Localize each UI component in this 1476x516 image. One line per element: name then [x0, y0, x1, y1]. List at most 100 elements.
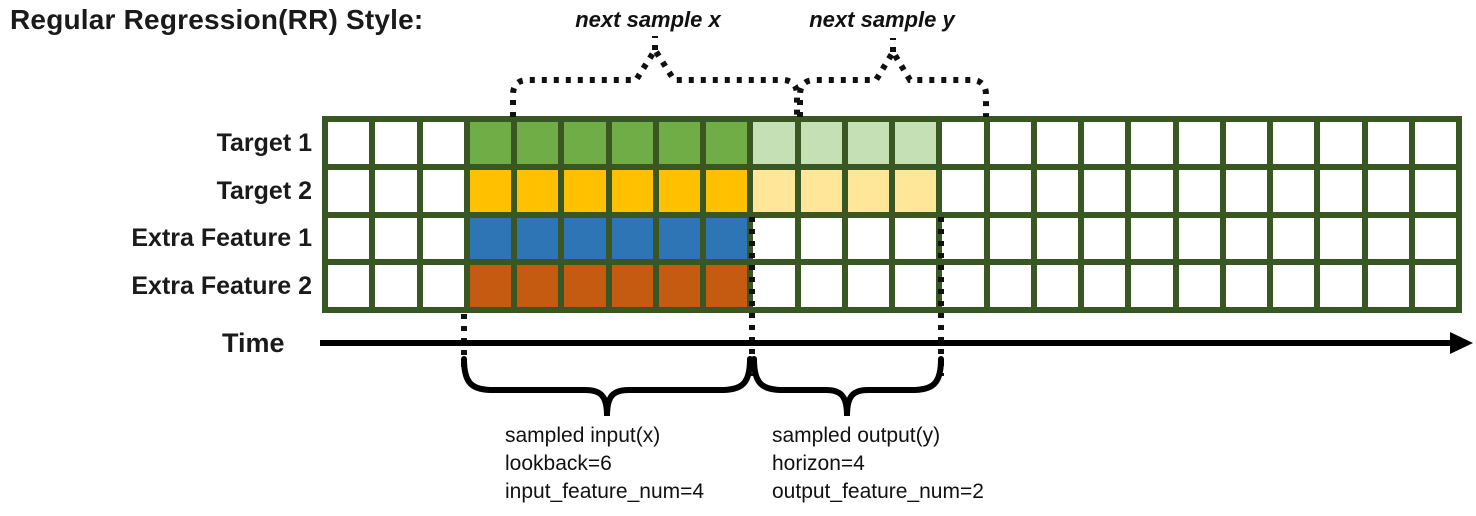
diagram-title: Regular Regression(RR) Style: — [10, 4, 424, 35]
grid-cell — [942, 122, 984, 164]
grid-cell — [942, 217, 984, 260]
grid-cell — [1414, 217, 1456, 260]
grid-cell — [611, 265, 653, 307]
grid-cell — [422, 217, 464, 260]
grid-cell — [1178, 265, 1220, 307]
grid-cell — [328, 217, 370, 260]
grid-cell — [422, 169, 464, 212]
time-axis-label: Time — [222, 328, 285, 358]
grid-cell — [375, 265, 417, 307]
grid-cell — [800, 265, 842, 307]
grid-cell — [658, 217, 700, 260]
grid-cell — [1131, 265, 1173, 307]
grid-cell — [1036, 169, 1078, 212]
grid-cell — [800, 122, 842, 164]
grid-cell — [328, 265, 370, 307]
grid-cell — [1131, 169, 1173, 212]
grid-cell — [847, 217, 889, 260]
grid-cell — [469, 169, 511, 212]
grid-cell — [753, 265, 795, 307]
grid-cell — [1225, 169, 1267, 212]
grid-cell — [895, 169, 937, 212]
sampled-output-feature-num: output_feature_num=2 — [772, 480, 984, 503]
grid-cell — [1178, 122, 1220, 164]
grid-cell — [1131, 122, 1173, 164]
next-sample-y-label: next sample y — [809, 7, 955, 32]
grid-cell — [989, 169, 1031, 212]
grid-cell — [753, 122, 795, 164]
sampled-input-lookback: lookback=6 — [505, 452, 612, 475]
grid-cell — [1225, 217, 1267, 260]
grid-cell — [1414, 169, 1456, 212]
grid-cell — [564, 122, 606, 164]
next-sample-y-brace — [797, 46, 989, 117]
grid-cell — [1084, 217, 1126, 260]
grid-cell — [706, 265, 748, 307]
grid-cell — [1273, 169, 1315, 212]
grid-cell — [658, 122, 700, 164]
grid-cell — [753, 217, 795, 260]
grid-cell — [1225, 122, 1267, 164]
sampled-output-brace — [751, 356, 944, 417]
sampled-input-brace — [461, 356, 753, 417]
grid-cell — [517, 122, 559, 164]
grid-cell — [375, 217, 417, 260]
grid-cell — [706, 122, 748, 164]
grid-cell — [1320, 122, 1362, 164]
grid-cell — [895, 265, 937, 307]
grid-cell — [1036, 265, 1078, 307]
grid-cell — [1084, 122, 1126, 164]
grid-cell — [989, 265, 1031, 307]
grid-cell — [1178, 169, 1220, 212]
grid-cell — [1036, 217, 1078, 260]
grid-cell — [847, 169, 889, 212]
grid-cell — [706, 217, 748, 260]
grid-cell — [847, 265, 889, 307]
row-label-extra-feature-2: Extra Feature 2 — [131, 272, 312, 300]
grid-cell — [422, 265, 464, 307]
grid-cell — [517, 169, 559, 212]
grid-cell — [1273, 122, 1315, 164]
grid-cell — [1273, 217, 1315, 260]
grid-cell — [1367, 265, 1409, 307]
grid-cell — [658, 169, 700, 212]
grid-cell — [1320, 217, 1362, 260]
grid-cell — [1084, 169, 1126, 212]
sampled-input-title: sampled input(x) — [505, 424, 661, 447]
sampled-input-annotation: sampled input(x) lookback=6 input_featur… — [505, 422, 704, 506]
grid-cell — [328, 169, 370, 212]
sampled-output-horizon: horizon=4 — [772, 452, 865, 475]
grid-cell — [611, 169, 653, 212]
grid-cell — [1367, 169, 1409, 212]
grid-cell — [1367, 217, 1409, 260]
grid-cell — [847, 122, 889, 164]
time-arrow-head — [1450, 332, 1473, 354]
row-label-target-1: Target 1 — [216, 129, 312, 157]
grid-cell — [895, 217, 937, 260]
grid-cell — [469, 122, 511, 164]
sampled-output-annotation: sampled output(y) horizon=4 output_featu… — [772, 422, 984, 506]
grid-cell — [375, 122, 417, 164]
grid-cell — [517, 217, 559, 260]
grid-cell — [422, 122, 464, 164]
grid-cell — [942, 265, 984, 307]
grid-cell — [1225, 265, 1267, 307]
row-label-target-2: Target 2 — [216, 177, 312, 205]
grid-cell — [517, 265, 559, 307]
grid-cell — [800, 169, 842, 212]
grid-cell — [469, 265, 511, 307]
grid-cell — [611, 217, 653, 260]
grid-cell — [1414, 122, 1456, 164]
grid-cell — [1131, 217, 1173, 260]
grid-cell — [375, 169, 417, 212]
grid-cell — [328, 122, 370, 164]
grid-cell — [1320, 169, 1362, 212]
grid-cell — [989, 122, 1031, 164]
sampled-output-title: sampled output(y) — [772, 424, 941, 447]
grid-cell — [1414, 265, 1456, 307]
sample-grid — [322, 116, 1462, 313]
grid-cell — [564, 265, 606, 307]
grid-cell — [989, 217, 1031, 260]
grid-cell — [800, 217, 842, 260]
grid-cell — [1178, 217, 1220, 260]
